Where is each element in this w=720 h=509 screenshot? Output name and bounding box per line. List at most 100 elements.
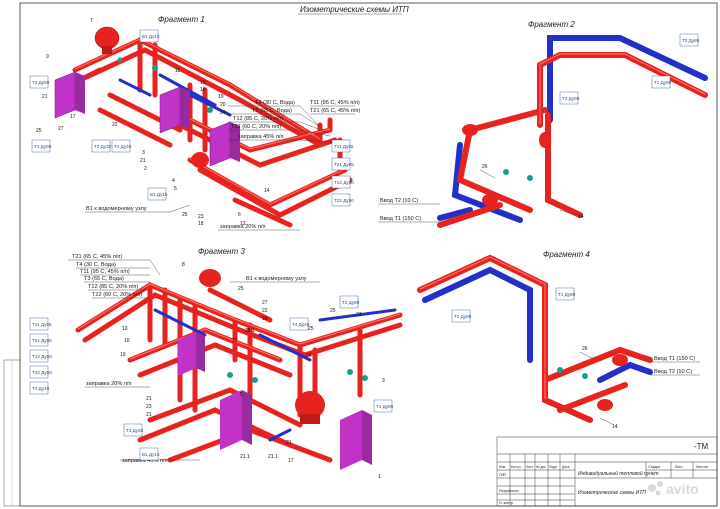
- position-number: 25.1: [245, 328, 255, 334]
- pipe-tag: B1 Ду15: [150, 192, 168, 197]
- position-number: 23: [146, 404, 152, 410]
- heat-exchanger-icon: [340, 410, 362, 470]
- fragment-3-callout-water-meter: В1 к водомерному узлу: [246, 276, 307, 282]
- heat-exchanger-icon: [220, 390, 242, 450]
- fragment-4-input-t1: Ввод T1 (150 C): [654, 356, 695, 362]
- position-number: 21: [146, 412, 152, 418]
- fragment-3-callout-fill20: заправка 20% п/п: [86, 381, 132, 387]
- valve-icon: [527, 175, 533, 181]
- position-number: 21: [146, 396, 152, 402]
- fragment-1-legend-t21: T21 (65 C, 45% п/п): [310, 108, 360, 114]
- position-number: 6: [238, 212, 241, 218]
- fragment-1-legend-t22: T22 (60 C, 20% п/п): [231, 124, 281, 130]
- stamp-code: -TM: [694, 442, 709, 451]
- position-number: 21.1: [268, 454, 278, 460]
- position-number: 11: [232, 338, 237, 344]
- heat-exchanger-icon: [178, 332, 196, 376]
- fragment-4-diagram: T2 Ду89 T1 Ду89: [417, 254, 700, 425]
- position-number: 5: [240, 392, 243, 398]
- pipe-tag: T22 Ду50: [334, 198, 354, 203]
- position-number: 25: [182, 212, 188, 218]
- valve-icon: [503, 169, 509, 175]
- stamp-head: Дата: [562, 465, 569, 469]
- valve-icon: [117, 57, 123, 63]
- position-number: 10: [124, 338, 130, 344]
- position-number: 14: [612, 424, 618, 430]
- position-number: 8: [182, 262, 185, 268]
- position-number: 24: [220, 110, 226, 116]
- expansion-tank-icon: [199, 269, 221, 287]
- position-number: 3: [382, 378, 385, 384]
- fragment-1-callout-water-meter: В1 к водомерному узлу: [86, 206, 147, 212]
- pipe-tag: T4 Ду40: [32, 386, 50, 391]
- position-number: 27: [58, 126, 64, 132]
- stamp-row-norm-control: Н. контр.: [499, 501, 514, 505]
- pipe-tag: B1 Ду15: [142, 34, 160, 39]
- position-number: 16: [262, 316, 268, 322]
- stamp-sheet-name: Изометрические схемы ИТП: [578, 490, 646, 496]
- valve-icon: [582, 373, 588, 379]
- stamp-col-sheet: Лист: [675, 465, 683, 469]
- position-number: 18: [198, 221, 204, 227]
- expansion-tank-icon: [295, 391, 325, 419]
- pipe-tag: T2 Ду89: [342, 300, 360, 305]
- pipe-tag: T4 Ду40: [292, 322, 310, 327]
- position-number: 19: [120, 352, 126, 358]
- fragment-1-legend-t3: T3 (65 C, Вода): [252, 108, 292, 114]
- stamp-head: Изм.: [499, 465, 506, 469]
- position-number: 27: [356, 312, 362, 318]
- valve-icon: [557, 367, 563, 373]
- position-number: 14: [578, 214, 584, 220]
- position-number: 17: [70, 114, 76, 120]
- fragment-1-tags: T2 Ду89 T1 Ду89 B1 Ду15 T3 Ду32 T4 Ду40 …: [29, 29, 354, 207]
- valve-icon: [152, 65, 158, 71]
- fragment-1-title: Фрагмент 1: [158, 15, 205, 24]
- fragment-1-legend-fill45: заправка 45% п/п: [238, 134, 284, 140]
- pipe-tag: B1 Ду15: [142, 452, 160, 457]
- position-number: 22: [112, 122, 118, 128]
- pipe-tag: T11 Ду65: [334, 144, 354, 149]
- pipe-tag: T4 Ду40: [114, 144, 132, 149]
- stamp-head: Лист: [526, 465, 534, 469]
- valve-icon: [362, 375, 368, 381]
- position-number: 5: [174, 186, 177, 192]
- fragment-1-legend-t4: T4 (30 C, Вода): [255, 100, 295, 106]
- position-number: 21.1: [240, 454, 250, 460]
- pipe-tag: T2 Ду89: [454, 314, 472, 319]
- position-number: 25: [36, 128, 42, 134]
- position-number: 7: [90, 18, 93, 24]
- sheet-frame: [19, 2, 718, 507]
- fragment-3-title: Фрагмент 3: [198, 247, 245, 256]
- fragment-1-callout-fill20: заправка 20% п/п: [220, 224, 266, 230]
- fragment-1-diagram: [54, 26, 355, 231]
- pipe-tag: T3 Ду32: [94, 144, 112, 149]
- position-number: 26: [306, 353, 312, 359]
- stamp-head: № док: [536, 465, 546, 469]
- pipe-tag: T22 Ду50: [32, 370, 52, 375]
- pipe-tag: T1 Ду89: [34, 144, 52, 149]
- position-number: 21: [42, 94, 48, 100]
- stamp-row-developer: Разработал: [499, 489, 519, 493]
- position-number: 22: [262, 308, 268, 314]
- position-number: 16: [200, 87, 206, 93]
- fragment-3-legend-t3: T3 (65 C, Вода): [84, 276, 124, 282]
- fragment-4-title: Фрагмент 4: [543, 250, 590, 259]
- title-block: [496, 436, 718, 507]
- fragment-3-legend-t22: T22 (60 C, 20% п/п): [92, 292, 142, 298]
- position-number: 4: [172, 178, 175, 184]
- position-number: 25: [308, 326, 314, 332]
- position-number: 3: [142, 150, 145, 156]
- fragment-1-legend-t11: T11 (95 C, 45% п/п): [310, 100, 360, 106]
- position-number: 21: [140, 158, 146, 164]
- stamp-object: Индивидуальный тепловой пункт: [578, 470, 659, 477]
- pipe-tag: T1 Ду89: [558, 292, 576, 297]
- position-number: 9: [46, 54, 49, 60]
- position-number: 2: [144, 166, 147, 172]
- position-number: 20: [220, 102, 226, 108]
- stamp-head: Подп.: [549, 465, 558, 469]
- fragment-2-diagram: T2 Ду89 T1 Ду89 T2 Ду89: [378, 33, 708, 228]
- pipe-tag: T3 Ду32: [126, 428, 144, 433]
- fragment-3-tags: T11 Ду65 T21 Ду65 T12 Ду50 T22 Ду50 T4 Д…: [29, 295, 394, 461]
- position-number: 26: [582, 346, 588, 352]
- position-number: 17: [288, 458, 294, 464]
